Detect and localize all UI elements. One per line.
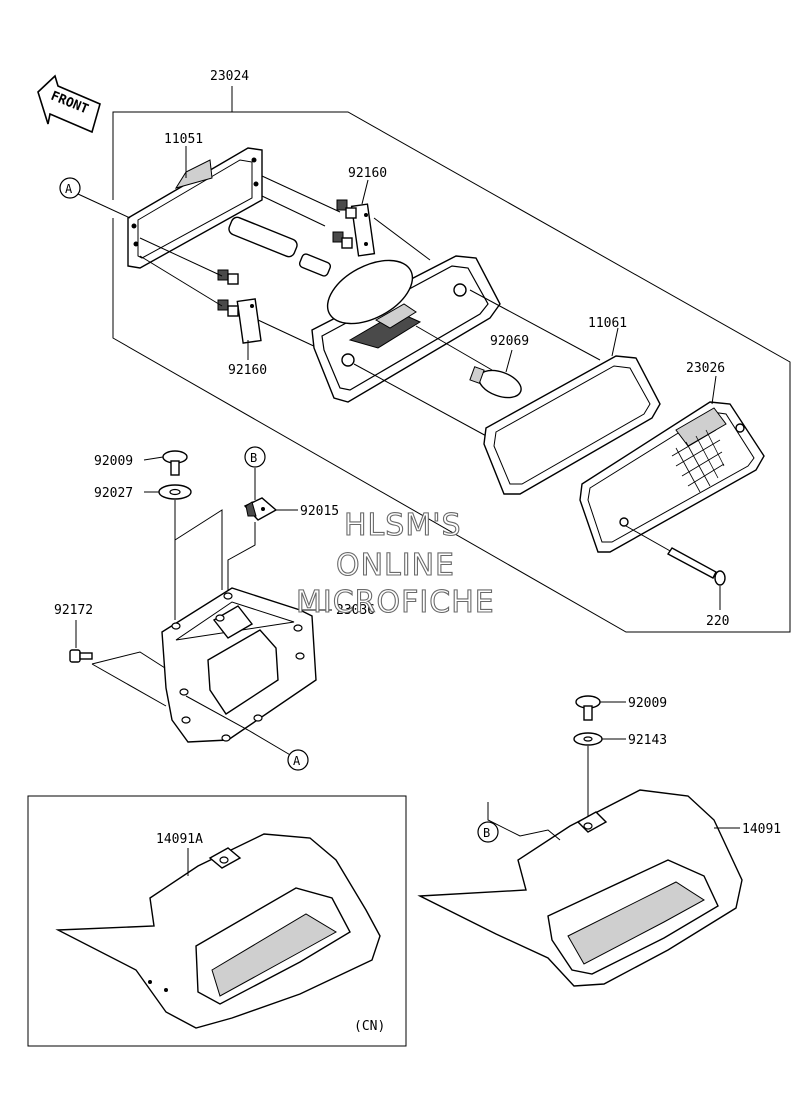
label-92069: 92069 [490,334,529,349]
inset-note: (CN) [354,1019,385,1034]
callout-b-right: B [477,821,499,843]
label-23026: 23026 [686,361,725,376]
front-arrow-icon: FRONT [37,74,101,134]
cover-14091 [417,789,743,987]
svg-text:B: B [483,826,490,840]
socket-92160-top [332,199,431,261]
lamp-housing [311,255,601,439]
label-92015: 92015 [300,504,339,519]
washer-92143 [573,732,626,824]
assembly-outline [112,86,791,633]
socket-92160-bottom [139,237,319,349]
callout-a-top: A [59,177,81,199]
bracket-plate-11051 [127,147,341,269]
watermark-line1: HLSM'S [344,508,462,543]
washer-92027 [144,484,192,620]
label-92172: 92172 [54,603,93,618]
watermark-line2: ONLINE [336,548,455,583]
label-23036: 23036 [336,603,375,618]
callout-b-left: B [244,446,266,468]
label-220: 220 [706,614,729,629]
callout-a-bottom: A [287,749,309,771]
screw-92009-right [575,695,626,721]
label-92143: 92143 [628,733,667,748]
clip-92015 [227,468,298,590]
watermark: HLSM'S ONLINE MICROFICHE [295,507,495,620]
inset-box [27,795,407,1047]
label-14091: 14091 [742,822,781,837]
label-92027: 92027 [94,486,133,501]
bulb-92069 [469,349,522,399]
label-23024: 23024 [210,69,249,84]
bracket-23036 [161,509,332,743]
lens-23026 [579,375,765,553]
screw-220 [625,525,726,610]
bulb-holder [228,216,332,277]
label-92009-left: 92009 [94,454,133,469]
label-92160-top: 92160 [348,166,387,181]
svg-text:A: A [65,182,73,196]
label-92160-bottom: 92160 [228,363,267,378]
label-11061: 11061 [588,316,627,331]
label-92009-right: 92009 [628,696,667,711]
svg-text:A: A [293,754,301,768]
svg-text:B: B [250,451,257,465]
bolt-92172 [69,620,167,707]
screw-92009-left [143,450,188,476]
gasket-11061 [483,327,661,495]
label-14091a: 14091A [156,832,203,847]
watermark-line3: MICROFICHE [296,585,495,620]
label-11051: 11051 [164,132,203,147]
